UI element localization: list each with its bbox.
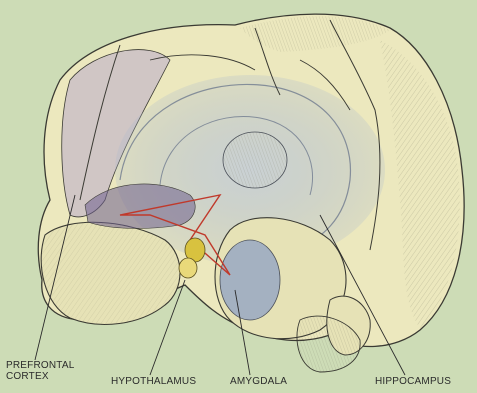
hypothalamus-label: HYPOTHALAMUS — [111, 376, 196, 387]
pituitary — [179, 258, 197, 278]
hippocampus-label: HIPPOCAMPUS — [375, 376, 451, 387]
prefrontal-label-line1: PREFRONTAL — [6, 360, 75, 371]
thalamus — [223, 132, 287, 188]
orbital-hatch — [41, 222, 180, 324]
prefrontal-label-line2: CORTEX — [6, 371, 75, 382]
prefrontal-cortex-label: PREFRONTAL CORTEX — [6, 360, 75, 382]
amygdala-region — [220, 240, 280, 320]
amygdala-label: AMYGDALA — [230, 376, 287, 387]
